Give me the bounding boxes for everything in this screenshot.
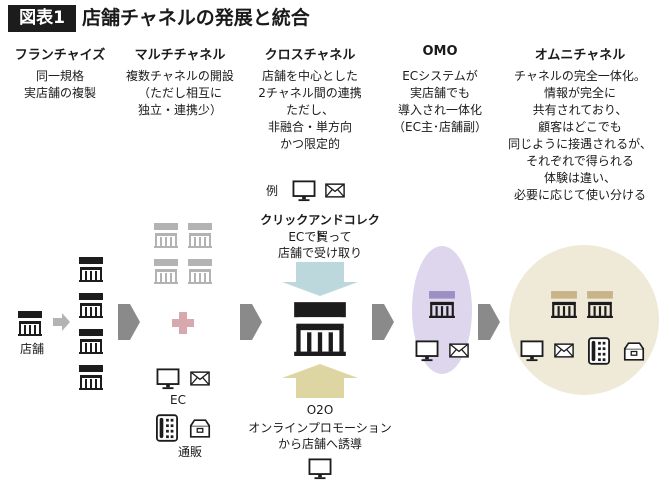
mail-icon [190, 371, 210, 386]
page-title: 店舗チャネルの発展と統合 [82, 7, 310, 29]
store-icon [78, 364, 104, 390]
store-icon [187, 222, 213, 248]
column-description-omnichannel: チャネルの完全一体化。 情報が完全に 共有されており、 顧客はどこでも 同じよう… [508, 69, 652, 202]
figure-badge: 図表1 [8, 5, 76, 32]
plus-icon [172, 312, 194, 334]
mail-order-label: 通販 [177, 445, 202, 459]
column-heading-franchise: フランチャイズ [14, 48, 106, 63]
omnichannel-integration-area [509, 245, 659, 395]
o2o-description: オンラインプロモーション から店舗へ誘導 [248, 421, 392, 451]
store-icon [153, 222, 179, 248]
column-heading-omnichannel: オムニチャネル [534, 48, 626, 63]
package-icon [623, 342, 645, 361]
store-icon [153, 258, 179, 284]
click-and-collect-description: ECで買って 店舗で受け取り [277, 230, 362, 260]
ec-label: EC [170, 393, 186, 407]
phone-icon [156, 414, 178, 442]
store-icon [78, 256, 104, 282]
column-heading-crosschannel: クロスチャネル [264, 48, 356, 63]
monitor-icon [308, 458, 332, 480]
column-description-multichannel: 複数チャネルの開設 （ただし相互に 独立・連携少） [126, 69, 234, 117]
store-icon [294, 302, 346, 356]
monitor-icon [156, 368, 180, 390]
column-description-franchise: 同一規格 実店舗の複製 [23, 69, 96, 100]
package-icon [189, 419, 211, 438]
mail-icon [554, 343, 574, 358]
mail-icon [449, 343, 469, 358]
store-icon [17, 310, 43, 336]
store-icon [78, 292, 104, 318]
arrow-right-icon [372, 304, 394, 340]
store-icon [187, 258, 213, 284]
arrow-right-icon [240, 304, 262, 340]
arrow-right-icon [118, 304, 140, 340]
arrow-up-icon [282, 364, 358, 398]
mail-icon [325, 183, 345, 198]
column-description-omo: ECシステムが 実店舗でも 導入され一体化 （EC主･店舗副） [393, 69, 487, 134]
click-and-collect-title: クリックアンドコレクト [260, 213, 380, 243]
arrow-right-icon [478, 304, 500, 340]
column-heading-multichannel: マルチチャネル [134, 48, 226, 63]
example-label: 例 [265, 184, 278, 198]
store-label: 店舗 [19, 342, 44, 356]
arrow-right-icon [53, 313, 70, 331]
monitor-icon [292, 180, 316, 202]
store-icon [78, 328, 104, 354]
arrow-down-icon [282, 262, 358, 296]
column-description-crosschannel: 店舗を中心とした 2チャネル間の連携 ただし、 非融合・単方向 かつ限定的 [258, 69, 362, 151]
column-heading-omo: OMO [422, 44, 458, 59]
o2o-title: O2O [306, 403, 334, 417]
phone-icon [588, 337, 610, 365]
